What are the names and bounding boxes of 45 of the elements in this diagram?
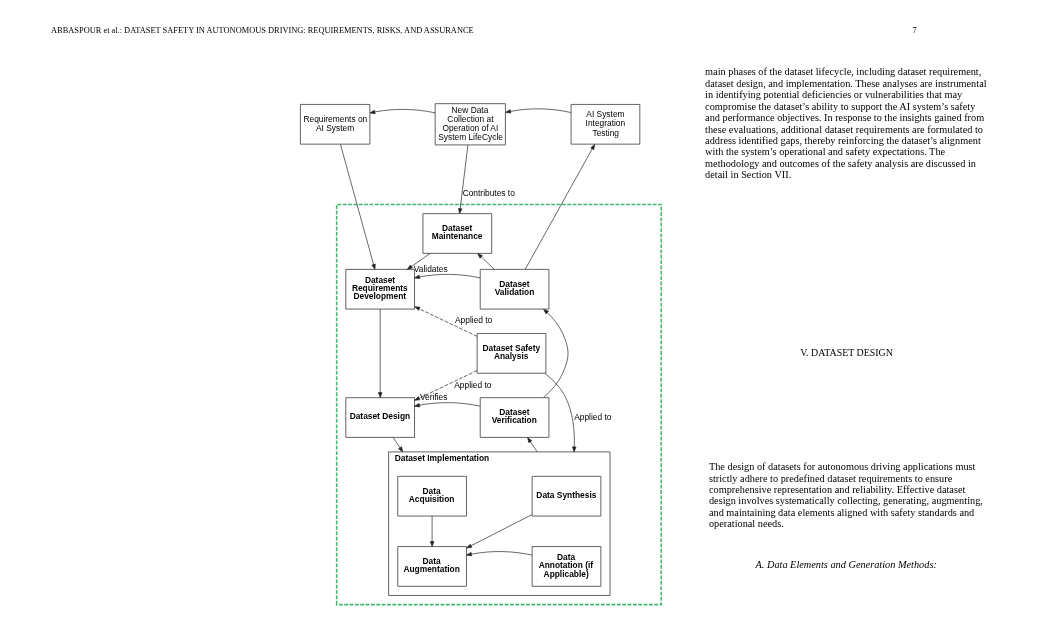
node-box: Requirements on AI System xyxy=(300,104,371,145)
label: V. DATASET DESIGN xyxy=(800,346,893,358)
arrow xyxy=(458,144,469,214)
arrow xyxy=(369,109,436,114)
arrow xyxy=(543,308,569,398)
edge-label: Validates xyxy=(413,263,448,274)
cluster xyxy=(335,203,662,606)
arrow xyxy=(430,515,435,547)
label: 7 xyxy=(912,26,917,36)
edge-label: Applied to xyxy=(455,315,493,326)
arrow xyxy=(392,437,404,453)
node-box: Dataset Requirements Development xyxy=(345,269,415,310)
edge-label: Contributes to xyxy=(462,187,515,198)
label: The design of datasets for autonomous driving applications must strictly adhere to predefined dataset requirements to ensure comprehensive representation and reliability. Effective dataset design involves systematically collecting, generating, augmenting, and maintaining data elements aligned with safety standards and operational needs. xyxy=(708,461,983,530)
arrow xyxy=(466,551,533,557)
arrow xyxy=(524,144,595,270)
node-box: Data Acquisition xyxy=(397,475,467,517)
node-box: New Data Collection at Operation of AI System LifeCycle xyxy=(434,103,506,146)
label: A. Data Elements and Generation Methods: xyxy=(755,559,937,571)
arrow xyxy=(340,144,376,270)
arrow xyxy=(407,253,431,270)
node-box: Data Annotation (if Applicable) xyxy=(531,546,602,587)
node-box: Data Synthesis xyxy=(531,475,602,517)
edge-label: Applied to xyxy=(454,379,492,390)
node-box: Dataset Maintenance xyxy=(422,213,493,254)
edge-label: Applied to xyxy=(574,411,612,422)
arrow xyxy=(414,370,478,401)
label: main phases of the dataset lifecycle, including dataset requirement, dataset design, and implementation. These analyses are instrumental in identifying potential deficiencies or vulnerabilities that may compromise the dataset’s ability to support the AI system’s safety and performance objectives. In response to the insights gained from these evaluations, additional dataset requirements are formulated to address identified gaps, thereby reinforcing the dataset’s alignment with the system’s operational and safety expectations. The methodology and outcomes of the safety analysis are discussed in detail in Section VII. xyxy=(705,66,987,181)
arrow xyxy=(414,274,481,279)
node-box: Data Augmentation xyxy=(397,546,467,587)
arrow xyxy=(466,514,533,549)
arrow xyxy=(477,253,495,270)
node-box: AI System Integration Testing xyxy=(570,104,641,145)
arrow xyxy=(544,373,577,453)
arrow xyxy=(505,108,572,114)
arrow xyxy=(527,437,538,453)
node-box: Dataset Safety Analysis xyxy=(476,333,547,374)
node-box: Dataset Design xyxy=(345,397,415,438)
edge-label: Verifies xyxy=(419,392,448,403)
node-box: Dataset Verification xyxy=(479,397,550,438)
node-box: Dataset Validation xyxy=(479,269,550,310)
arrow xyxy=(414,402,481,408)
label: ABBASPOUR et al.: DATASET SAFETY IN AUTONOMOUS DRIVING: REQUIREMENTS, RISKS, AND ASSURANCE xyxy=(51,26,474,36)
arrow xyxy=(414,306,478,337)
arrow xyxy=(378,308,383,398)
